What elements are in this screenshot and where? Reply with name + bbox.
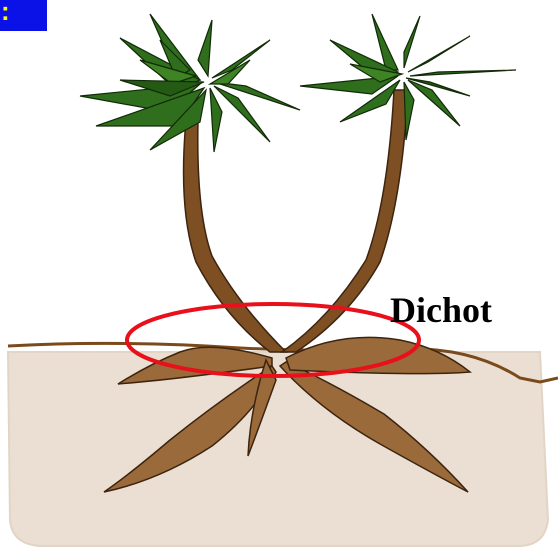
caption-text: Dichot <box>390 290 492 330</box>
corner-badge: : <box>0 0 47 31</box>
stem-left <box>184 120 286 352</box>
soil-area <box>8 352 548 546</box>
leaf-cluster-right <box>300 14 516 140</box>
corner-badge-mark: : <box>0 0 10 22</box>
root-right-upper <box>286 337 470 373</box>
